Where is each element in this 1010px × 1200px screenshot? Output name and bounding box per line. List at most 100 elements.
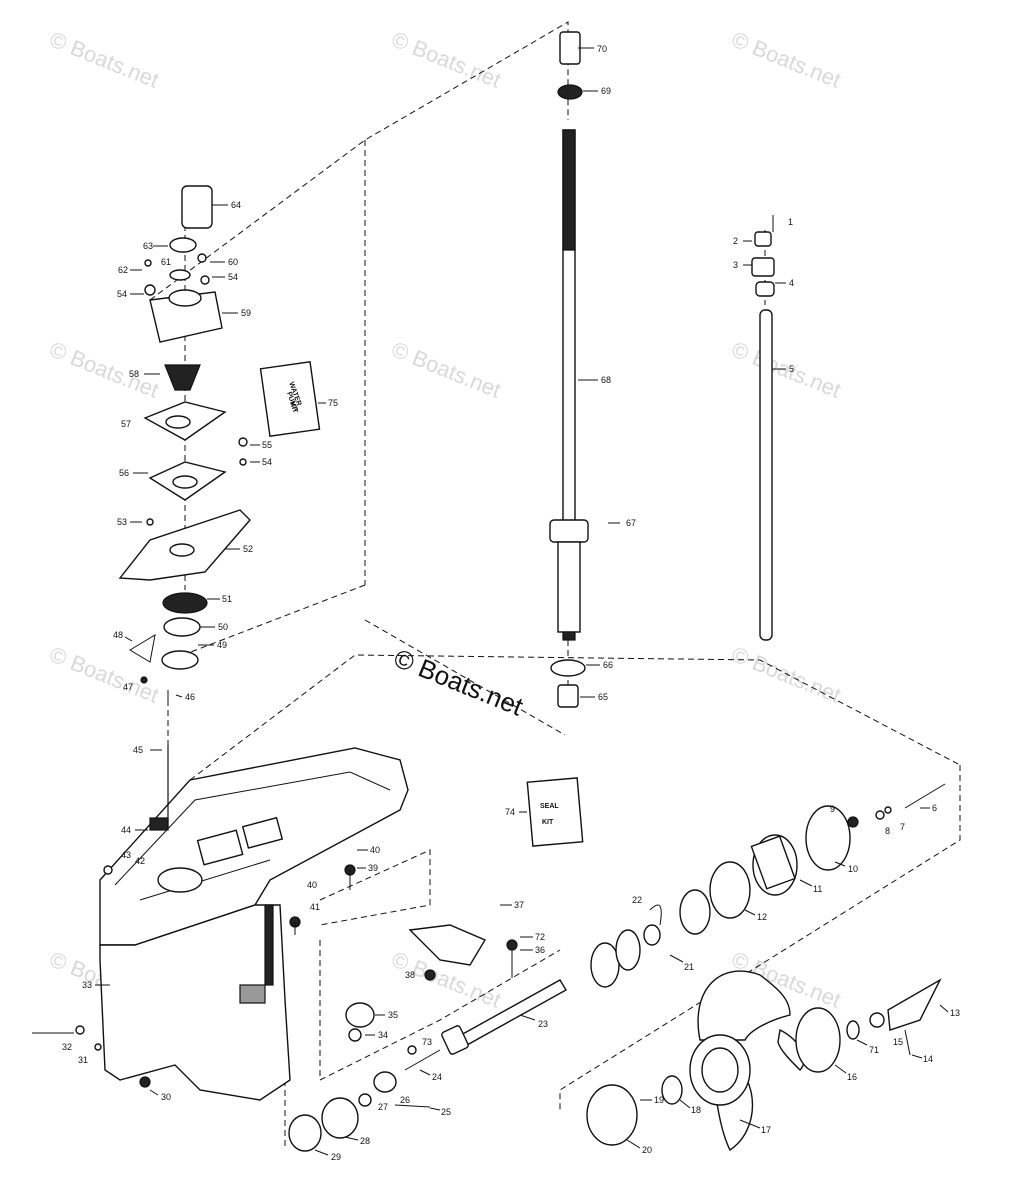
callout-37: 37 bbox=[514, 900, 524, 910]
callout-31: 31 bbox=[78, 1055, 88, 1065]
callout-54b: 54 bbox=[117, 289, 127, 299]
callout-67: 67 bbox=[626, 518, 636, 528]
callout-35: 35 bbox=[388, 1010, 398, 1020]
callout-42: 42 bbox=[135, 856, 145, 866]
callout-33: 33 bbox=[82, 980, 92, 990]
callout-73: 73 bbox=[422, 1037, 432, 1047]
watermark-text: © Boats.net bbox=[728, 641, 844, 707]
callout-72: 72 bbox=[535, 932, 545, 942]
callout-70: 70 bbox=[597, 44, 607, 54]
callout-68: 68 bbox=[601, 375, 611, 385]
callout-20: 20 bbox=[642, 1145, 652, 1155]
callout-11: 11 bbox=[813, 884, 822, 894]
callout-15: 15 bbox=[893, 1037, 903, 1047]
callout-22: 22 bbox=[632, 895, 642, 905]
callout-8: 8 bbox=[885, 826, 890, 836]
callout-10: 10 bbox=[848, 864, 858, 874]
callout-52: 52 bbox=[243, 544, 253, 554]
callout-9: 9 bbox=[830, 804, 835, 814]
callout-28: 28 bbox=[360, 1136, 370, 1146]
callout-17: 17 bbox=[761, 1125, 771, 1135]
drive-shaft-bearings bbox=[550, 31, 586, 708]
kit-label-line: KIT bbox=[288, 401, 299, 415]
watermark-text: © Boats.net bbox=[728, 26, 844, 92]
callout-38: 38 bbox=[405, 970, 415, 980]
callout-58: 58 bbox=[129, 369, 139, 379]
callout-59: 59 bbox=[241, 308, 251, 318]
callout-51: 51 bbox=[222, 594, 232, 604]
callout-57: 57 bbox=[121, 419, 131, 429]
callout-50: 50 bbox=[218, 622, 228, 632]
callout-48: 48 bbox=[113, 630, 123, 640]
callout-53: 53 bbox=[117, 517, 127, 527]
callout-2: 2 bbox=[733, 236, 738, 246]
water-pump-kit-box: WATER PUMP KIT bbox=[259, 361, 321, 437]
propeller-group bbox=[586, 970, 942, 1152]
callout-56: 56 bbox=[119, 468, 129, 478]
watermark-text: © Boats.net bbox=[388, 336, 504, 402]
callout-40a: 40 bbox=[370, 845, 380, 855]
callout-12: 12 bbox=[757, 912, 767, 922]
callout-71: 71 bbox=[869, 1045, 879, 1055]
callout-3: 3 bbox=[733, 260, 738, 270]
callout-34: 34 bbox=[378, 1030, 388, 1040]
water-pump-assembly bbox=[118, 185, 251, 831]
callout-24: 24 bbox=[432, 1072, 442, 1082]
callout-30: 30 bbox=[161, 1092, 171, 1102]
callout-54c: 54 bbox=[262, 457, 272, 467]
callout-labels: 70 69 68 67 66 65 1 2 3 4 5 64 63 61 60 … bbox=[32, 44, 960, 1162]
callout-64: 64 bbox=[231, 200, 241, 210]
callout-44: 44 bbox=[121, 825, 131, 835]
callout-41: 41 bbox=[310, 902, 320, 912]
pinion-gear-set bbox=[75, 864, 518, 1152]
callout-66: 66 bbox=[603, 660, 613, 670]
callout-61: 61 bbox=[161, 257, 171, 267]
seal-kit-box: SEAL KIT bbox=[526, 777, 584, 847]
watermark-text: © Boats.net bbox=[46, 336, 162, 402]
watermark-text: © Boats.net bbox=[728, 336, 844, 402]
callout-14: 14 bbox=[923, 1054, 933, 1064]
callout-26: 26 bbox=[400, 1095, 410, 1105]
callout-39: 39 bbox=[368, 863, 378, 873]
callout-47: 47 bbox=[123, 682, 133, 692]
kit-label-line: KIT bbox=[542, 819, 554, 826]
callout-45: 45 bbox=[133, 745, 143, 755]
callout-32: 32 bbox=[62, 1042, 72, 1052]
callout-6: 6 bbox=[932, 803, 937, 813]
shift-shaft bbox=[751, 215, 775, 641]
callout-5: 5 bbox=[789, 364, 794, 374]
callout-29: 29 bbox=[331, 1152, 341, 1162]
propeller-shaft-assembly bbox=[408, 783, 946, 1055]
callout-21: 21 bbox=[684, 962, 694, 972]
gearcase-housing bbox=[99, 747, 409, 1101]
callout-75: 75 bbox=[328, 398, 338, 408]
callout-36: 36 bbox=[535, 945, 545, 955]
callout-62: 62 bbox=[118, 265, 128, 275]
callout-49: 49 bbox=[217, 640, 227, 650]
callout-69: 69 bbox=[601, 86, 611, 96]
callout-60: 60 bbox=[228, 257, 238, 267]
callout-46: 46 bbox=[185, 692, 195, 702]
kit-label-line: SEAL bbox=[540, 803, 559, 810]
callout-18: 18 bbox=[691, 1105, 701, 1115]
drive-shaft bbox=[549, 129, 589, 641]
callout-13: 13 bbox=[950, 1008, 960, 1018]
callout-43: 43 bbox=[121, 850, 131, 860]
watermark-main-text: © Boats.net bbox=[390, 643, 528, 722]
callout-63: 63 bbox=[143, 241, 153, 251]
callout-16: 16 bbox=[847, 1072, 857, 1082]
callout-25: 25 bbox=[441, 1107, 451, 1117]
callout-65: 65 bbox=[598, 692, 608, 702]
callout-23: 23 bbox=[538, 1019, 548, 1029]
watermark-text: © Boats.net bbox=[388, 26, 504, 92]
callout-19: 19 bbox=[654, 1095, 664, 1105]
callout-4: 4 bbox=[789, 278, 794, 288]
callout-1: 1 bbox=[788, 217, 793, 227]
callout-7: 7 bbox=[900, 822, 905, 832]
callout-74: 74 bbox=[505, 807, 515, 817]
callout-40b: 40 bbox=[307, 880, 317, 890]
callout-55: 55 bbox=[262, 440, 272, 450]
callout-54a: 54 bbox=[228, 272, 238, 282]
watermark-text: © Boats.net bbox=[46, 26, 162, 92]
